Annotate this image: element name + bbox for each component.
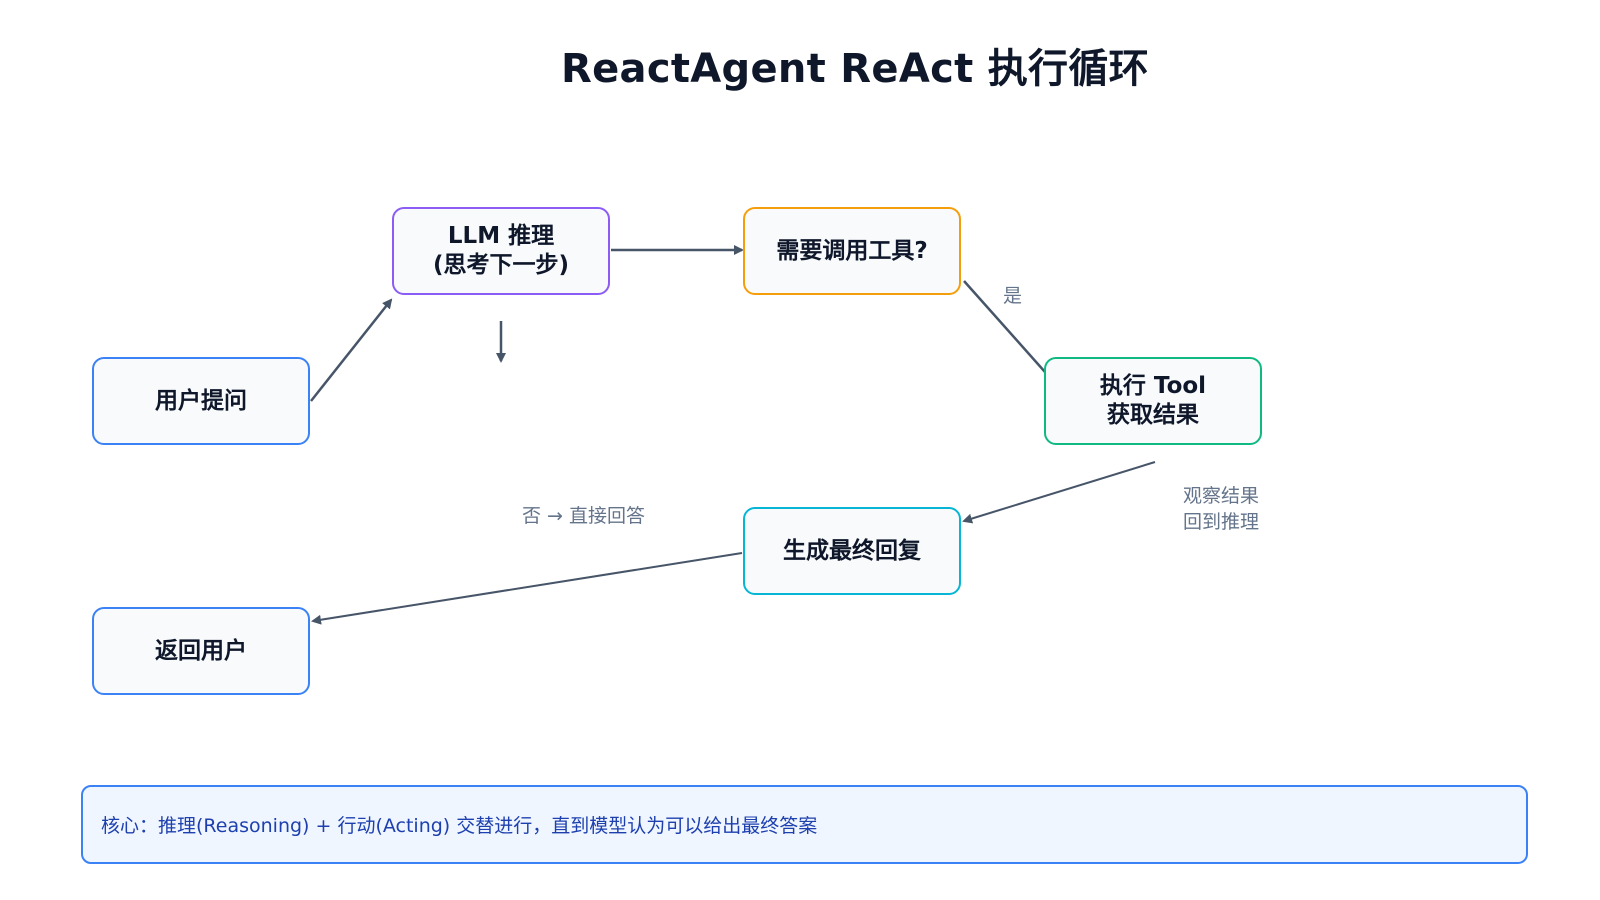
- node-llm-reasoning-sublabel: (思考下一步): [432, 252, 570, 278]
- node-execute-tool-sublabel: 获取结果: [1107, 402, 1199, 428]
- node-need-tool-label: 需要调用工具?: [776, 237, 928, 264]
- edge-label-no-direct-answer: 否 → 直接回答: [522, 505, 645, 527]
- node-need-tool-decision: 需要调用工具?: [743, 207, 961, 295]
- core-note-box: 核心：推理(Reasoning) + 行动(Acting) 交替进行，直到模型认…: [81, 785, 1528, 864]
- node-llm-reasoning: LLM 推理 (思考下一步): [392, 207, 610, 295]
- edge-decision-to-tool: [963, 280, 1055, 383]
- edge-label-observe-line1: 观察结果: [1183, 485, 1260, 507]
- edge-reply-to-return: [311, 552, 743, 625]
- diagram-title: ReactAgent ReAct 执行循环: [561, 46, 1149, 92]
- edge-tool-to-reply: [962, 461, 1156, 524]
- node-execute-tool-label: 执行 Tool: [1099, 373, 1207, 399]
- edge-label-yes: 是: [1003, 285, 1023, 307]
- node-user-question: 用户提问: [92, 357, 310, 445]
- node-return-user: 返回用户: [92, 607, 310, 695]
- node-execute-tool: 执行 Tool 获取结果: [1044, 357, 1262, 445]
- node-user-question-label: 用户提问: [155, 387, 247, 414]
- edge-user-to-llm: [310, 298, 393, 402]
- node-llm-reasoning-label: LLM 推理: [447, 223, 555, 249]
- node-return-user-label: 返回用户: [155, 637, 247, 664]
- core-note-text: 核心：推理(Reasoning) + 行动(Acting) 交替进行，直到模型认…: [101, 815, 818, 837]
- node-generate-reply: 生成最终回复: [743, 507, 961, 595]
- node-generate-reply-label: 生成最终回复: [783, 537, 921, 564]
- edge-label-observe: 观察结果 回到推理: [1183, 483, 1259, 535]
- edge-label-observe-line2: 回到推理: [1183, 511, 1260, 533]
